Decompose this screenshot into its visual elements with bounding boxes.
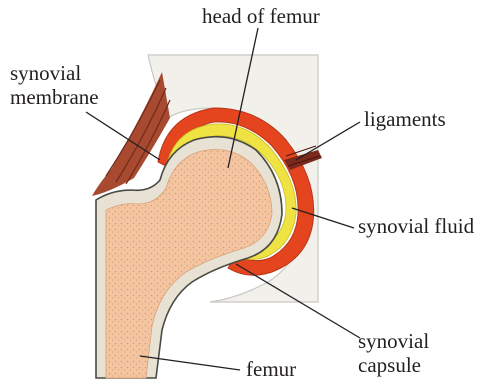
label-ligaments: ligaments <box>364 108 446 131</box>
label-synovial-membrane-line2: membrane <box>10 86 99 109</box>
label-head-of-femur: head of femur <box>202 5 320 28</box>
label-femur: femur <box>246 358 296 381</box>
muscle <box>92 72 170 196</box>
label-synovial-membrane-line1: synovial <box>10 62 81 85</box>
label-synovial-capsule-line2: capsule <box>358 354 421 377</box>
label-synovial-capsule-line1: synovial <box>358 330 429 353</box>
label-synovial-fluid: synovial fluid <box>358 215 474 238</box>
